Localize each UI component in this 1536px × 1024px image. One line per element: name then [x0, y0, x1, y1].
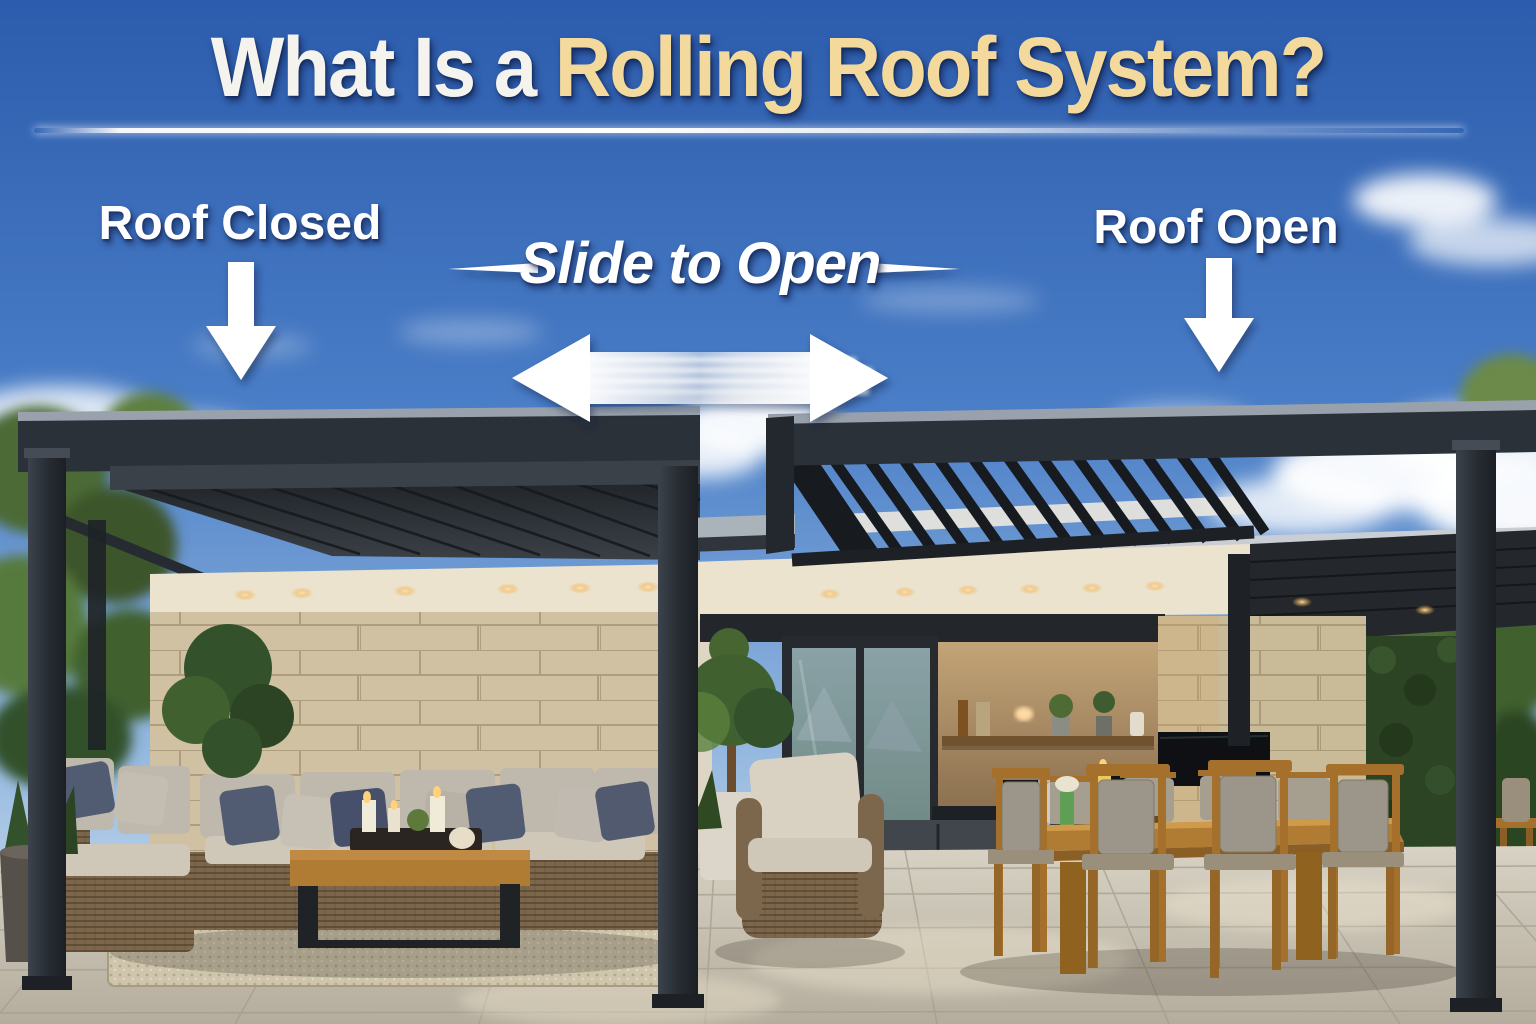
recessed-lights-right — [819, 580, 1166, 600]
closed-roof-underside — [118, 468, 700, 560]
wicker-armchair — [736, 752, 884, 938]
title-prefix: What Is a — [210, 19, 555, 115]
annotation-arrows — [206, 258, 1254, 422]
slide-double-arrow-icon — [512, 334, 888, 422]
right-pergola-open-roof — [766, 400, 1536, 567]
roof-open-down-arrow-icon — [1184, 258, 1254, 372]
shelf-decor — [958, 691, 1144, 736]
sectional-sofa — [40, 758, 664, 952]
louvers — [784, 442, 1270, 564]
pergola-posts — [22, 440, 1502, 1012]
title-underline-rule — [34, 128, 1464, 133]
slide-to-open-label: Slide to Open — [519, 231, 882, 296]
recessed-lights-left — [233, 581, 660, 601]
potted-plants — [0, 624, 794, 962]
slide-dash-left-icon — [448, 263, 538, 273]
open-roof-fascia — [768, 406, 1536, 466]
page-title: What Is a Rolling Roof System? — [0, 18, 1536, 116]
dining-set — [988, 759, 1404, 978]
slide-dash-right-icon — [870, 263, 960, 273]
roof-open-label: Roof Open — [1093, 201, 1339, 254]
dining-chairs — [988, 760, 1404, 978]
soffit-left — [150, 564, 690, 618]
coffee-table — [290, 786, 530, 948]
hedge-right — [1366, 636, 1470, 860]
throw-pillows — [59, 761, 655, 850]
plant-behind-sofa — [162, 624, 294, 778]
roof-closed-label: Roof Closed — [98, 197, 382, 250]
kitchen-shelf — [942, 736, 1154, 746]
closed-roof-fascia — [18, 412, 700, 472]
roof-closed-down-arrow-icon — [206, 262, 276, 380]
title-highlight: Rolling Roof System? — [554, 19, 1327, 115]
